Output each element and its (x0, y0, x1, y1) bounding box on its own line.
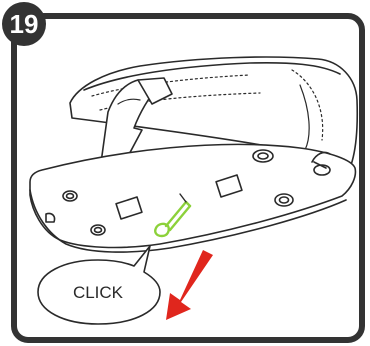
step-number: 19 (10, 9, 39, 39)
step-badge: 19 (2, 2, 46, 46)
callout-label: CLICK (73, 283, 124, 302)
